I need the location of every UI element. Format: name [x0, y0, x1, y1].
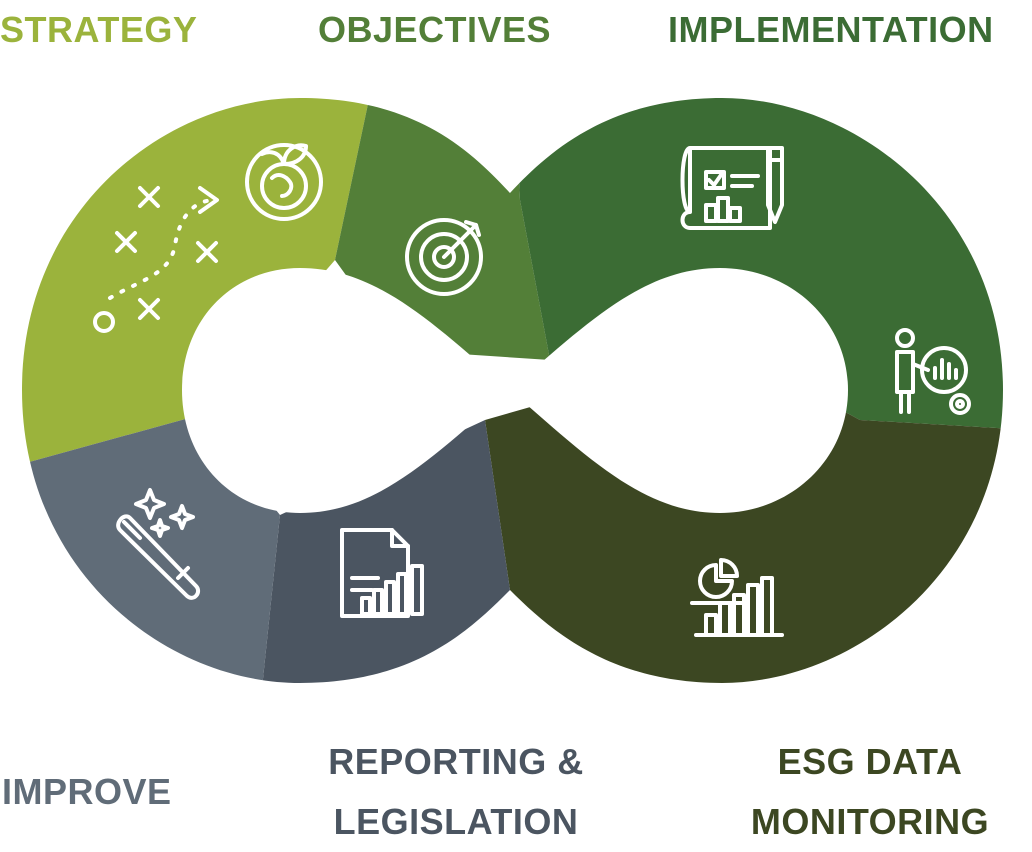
segment-reporting-legislation: [245, 420, 510, 683]
stage-label-reporting-legislation: REPORTING & LEGISLATION: [328, 741, 584, 842]
loop-hole-right: [510, 268, 848, 513]
loop-hole-left: [182, 268, 510, 513]
magic-wand-icon: [116, 488, 201, 600]
stage-label-improve: IMPROVE: [2, 771, 172, 812]
stage-label-esg-data-monitoring: ESG DATA MONITORING: [750, 741, 990, 842]
target-icon: [405, 218, 483, 296]
analyst-icon: [895, 328, 971, 415]
pie-bar-chart-icon: [690, 558, 784, 637]
blueprint-icon: [680, 146, 784, 230]
stage-label-strategy: STRATEGY: [0, 9, 198, 50]
stage-label-objectives: OBJECTIVES: [318, 9, 552, 50]
segment-objectives: [335, 98, 550, 360]
report-document-icon: [340, 528, 424, 618]
strategy-play-icon: [93, 186, 219, 333]
eco-globe-icon: [245, 143, 323, 221]
stage-label-implementation: IMPLEMENTATION: [668, 9, 994, 50]
